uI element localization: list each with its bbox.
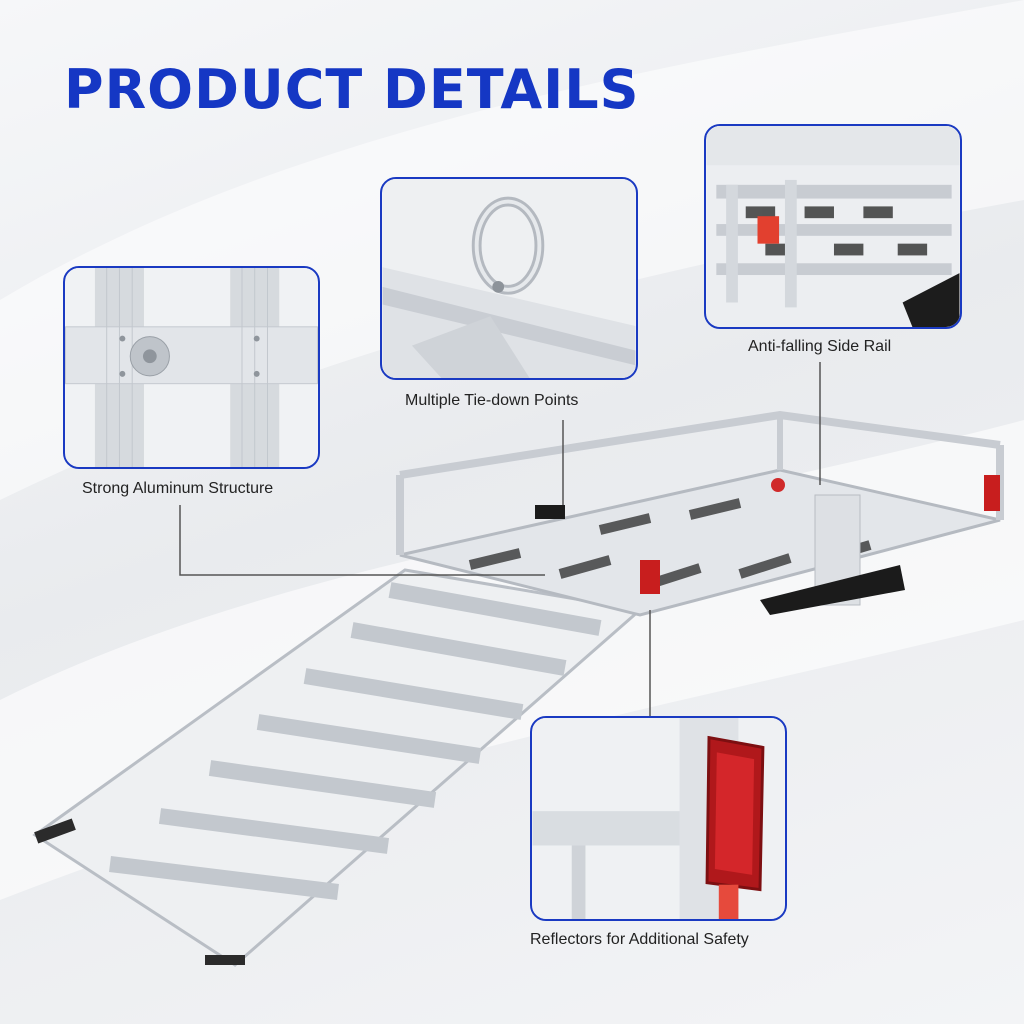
- feature-label-structure: Strong Aluminum Structure: [82, 480, 274, 497]
- callout-lines: [179, 362, 821, 718]
- feature-label-reflectors: Reflectors for Additional Safety: [530, 931, 749, 948]
- loading-ramp: [32, 568, 644, 967]
- feature-label-side-rail: Anti-falling Side Rail: [748, 338, 892, 355]
- side-rail-photo: [706, 126, 960, 327]
- tie-down-ring-photo: [382, 179, 636, 378]
- reflector-photo: [532, 718, 785, 919]
- inset-aluminum-structure: [63, 266, 320, 469]
- page-title: PRODUCT DETAILS: [64, 58, 640, 121]
- carrier-basket: [396, 410, 1004, 617]
- inset-reflector: [530, 716, 787, 921]
- aluminum-joint-photo: [65, 268, 318, 467]
- inset-side-rail: [704, 124, 962, 329]
- feature-label-tie-down: Multiple Tie-down Points: [405, 392, 579, 409]
- inset-tie-down-points: [380, 177, 638, 380]
